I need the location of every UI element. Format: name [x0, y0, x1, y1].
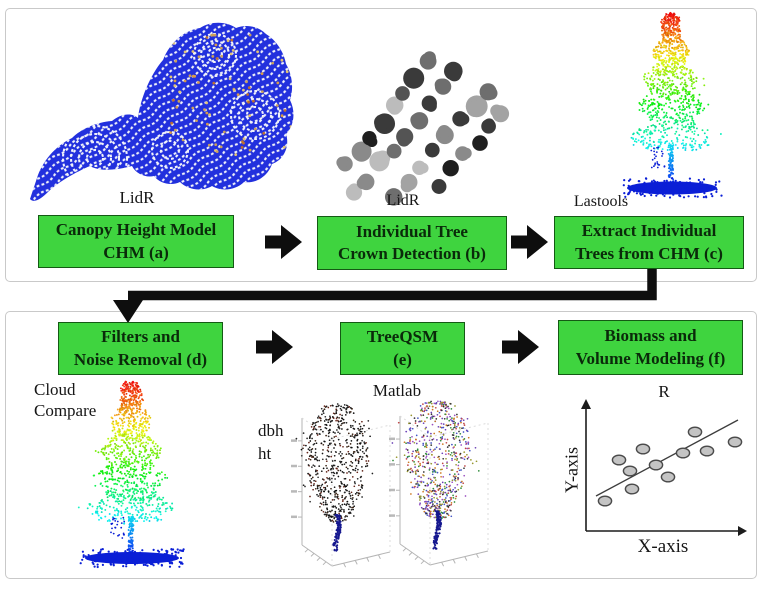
- connector-arrow: [113, 269, 657, 323]
- tool-label-line: Cloud: [34, 380, 76, 399]
- tool-label-r: R: [658, 382, 670, 401]
- tool-label-matlab: Matlab: [372, 381, 422, 400]
- step-box-line: CHM (a): [103, 242, 169, 262]
- flow-arrows: [256, 225, 548, 364]
- tool-label-line: Compare: [34, 401, 97, 421]
- step-box-line: Extract Individual: [581, 221, 717, 241]
- step-box-line: Canopy Height Model: [55, 220, 217, 240]
- step-box-line: TreeQSM: [366, 327, 439, 347]
- step-box-extract-trees: Extract Individual Trees from CHM (c): [554, 216, 744, 269]
- annotation-line: ht: [258, 443, 272, 463]
- step-box-line: Filters and: [101, 327, 180, 347]
- scatter-plot: [581, 399, 747, 536]
- chm-map-image: [30, 22, 294, 201]
- step-box-line: Volume Modeling (f): [575, 348, 726, 368]
- step-box-line: Trees from CHM (c): [575, 243, 723, 263]
- step-box-treeqsm: TreeQSM (e): [340, 322, 465, 375]
- pointcloud-art: [77, 11, 723, 569]
- tool-label-lidr-b: LidR: [386, 192, 420, 209]
- step-box-line: (e): [393, 349, 412, 369]
- tool-label-lastools: Lastools: [573, 193, 629, 210]
- step-box-line: Individual Tree: [356, 221, 468, 241]
- step-box-filters-noise: Filters and Noise Removal (d): [58, 322, 223, 375]
- step-box-canopy-height-model: Canopy Height Model CHM (a): [38, 215, 234, 268]
- tool-label-lidr-a: LidR: [119, 188, 155, 207]
- step-box-line: Crown Detection (b): [338, 244, 486, 263]
- scatter-x-axis-label: X-axis: [637, 536, 689, 557]
- annotation-dbh-ht: dbh ht: [258, 420, 284, 466]
- scatter-y-axis-label: Y-axis: [561, 447, 582, 493]
- annotation-line: dbh: [258, 421, 284, 440]
- step-box-crown-detection: Individual Tree Crown Detection (b): [317, 216, 507, 270]
- step-box-line: Biomass and: [604, 326, 697, 346]
- step-box-line: Noise Removal (d): [73, 349, 208, 369]
- tool-label-cloudcompare: Cloud Compare: [34, 379, 96, 422]
- step-box-biomass-volume: Biomass and Volume Modeling (f): [558, 320, 743, 375]
